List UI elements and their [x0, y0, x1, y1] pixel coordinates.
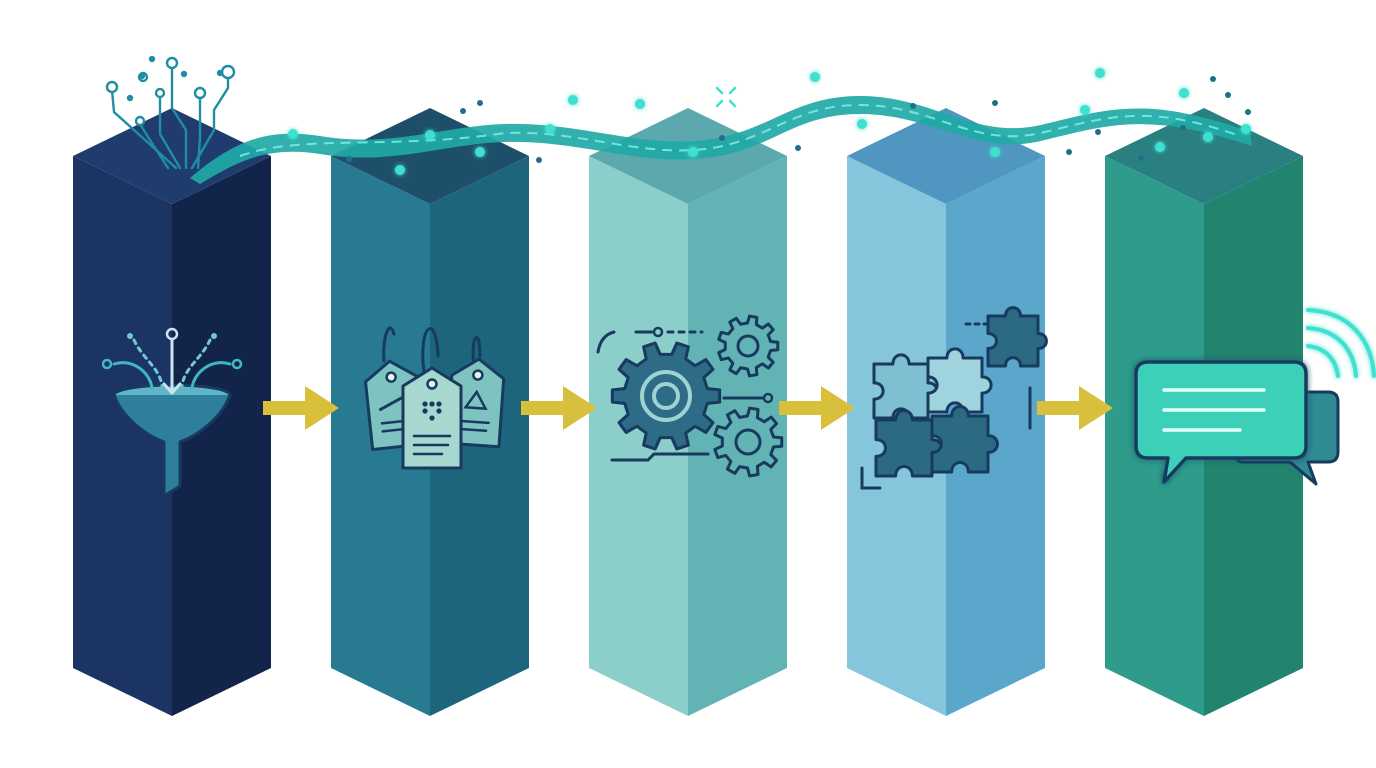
- sparkle-dot: [1203, 132, 1213, 142]
- gears-icon: [596, 314, 784, 478]
- sparkle-dot: [990, 147, 1000, 157]
- small-dot: [910, 103, 916, 109]
- small-dot: [719, 135, 725, 141]
- chat-bubbles-icon: [1134, 308, 1376, 486]
- pillar-right-face: [946, 156, 1045, 716]
- circuit-node: [165, 56, 179, 70]
- sparkle-dot: [857, 119, 867, 129]
- arrow-right-icon: [263, 386, 339, 430]
- pillar-left-face: [73, 156, 172, 716]
- circuit-dot: [180, 70, 188, 78]
- pillar-1: [73, 108, 271, 716]
- circuit-node: [154, 87, 166, 99]
- small-dot: [1210, 76, 1216, 82]
- sparkle-dots: [288, 68, 1251, 175]
- circuit-node: [220, 64, 236, 80]
- data-stream: [105, 55, 1252, 184]
- pillar-top-face: [1105, 108, 1303, 204]
- circuit-lines-icon: [105, 55, 236, 170]
- sparkle-dot: [1095, 68, 1105, 78]
- puzzle-icon: [860, 306, 1048, 490]
- sparkle-dot: [545, 124, 555, 134]
- small-dot: [536, 157, 542, 163]
- small-dot: [477, 100, 483, 106]
- small-dot: [346, 156, 352, 162]
- circuit-dot: [148, 55, 156, 63]
- sparkle-dot: [810, 72, 820, 82]
- small-dot: [1180, 125, 1186, 131]
- arrow-right-icon: [779, 386, 855, 430]
- small-dot: [1066, 149, 1072, 155]
- sparkle-dot: [1080, 105, 1090, 115]
- sparkle-dot: [635, 99, 645, 109]
- sparkle-dot: [1155, 142, 1165, 152]
- circuit-dot: [216, 69, 224, 77]
- sparkle-dot: [568, 95, 578, 105]
- circuit-dot: [138, 72, 146, 80]
- sparkle-dot: [288, 129, 298, 139]
- sparkle-dot: [1179, 88, 1189, 98]
- circuit-node: [134, 115, 146, 127]
- small-dot: [1225, 92, 1231, 98]
- sparkle-dot: [1241, 124, 1251, 134]
- small-dot: [1245, 109, 1251, 115]
- circuit-dot: [126, 94, 134, 102]
- small-dot: [460, 108, 466, 114]
- pillar-right-face: [172, 156, 271, 716]
- sparkle-dot: [475, 147, 485, 157]
- stream-dashes: [239, 103, 1241, 157]
- tags-icon: [364, 326, 506, 470]
- funnel-icon: [101, 327, 243, 498]
- pillar-left-face: [589, 156, 688, 716]
- small-dot: [1095, 129, 1101, 135]
- stage-icons: [101, 306, 1376, 498]
- flow-arrows: [263, 386, 1113, 430]
- small-dot: [1138, 155, 1144, 161]
- arrow-right-icon: [521, 386, 597, 430]
- arrow-right-icon: [1037, 386, 1113, 430]
- circuit-node: [193, 86, 207, 100]
- sparkle-cross: [715, 86, 737, 108]
- sparkle-dot: [395, 165, 405, 175]
- small-dot: [795, 145, 801, 151]
- sparkle-dot: [688, 147, 698, 157]
- small-dot: [992, 100, 998, 106]
- circuit-node: [105, 80, 119, 94]
- sparkle-dot: [425, 130, 435, 140]
